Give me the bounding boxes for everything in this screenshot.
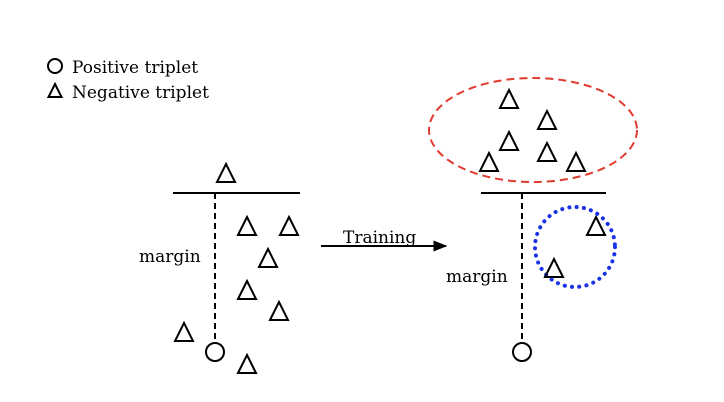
after-far-negative-triangle-icon	[536, 108, 558, 130]
far-negatives-dashed-ellipse	[428, 77, 638, 183]
before-positive-circle-icon	[205, 342, 225, 362]
after-margin-label: margin	[446, 267, 508, 287]
after-far-negative-triangle-icon	[498, 129, 520, 151]
after-far-negative-triangle-icon	[478, 150, 500, 172]
after-hard-negative-triangle-icon	[543, 256, 565, 278]
training-arrow-label: Training	[343, 228, 416, 248]
before-negative-triangle-icon	[173, 320, 195, 342]
legend-positive-circle-icon	[47, 58, 63, 74]
legend-negative-triangle-icon	[46, 81, 64, 98]
legend: Positive triplet Negative triplet	[46, 58, 209, 103]
after-training-panel: margin	[428, 77, 638, 362]
training-arrow: Training	[321, 228, 448, 252]
before-negative-triangle-icon	[268, 299, 290, 321]
before-negative-triangle-icon	[236, 352, 258, 374]
before-training-panel: margin	[139, 161, 300, 374]
before-negative-triangle-icon	[257, 246, 279, 268]
before-margin-label: margin	[139, 247, 201, 267]
hard-negatives-dotted-circle	[533, 205, 617, 289]
after-far-negative-triangle-icon	[565, 150, 587, 172]
before-negative-triangle-icon	[236, 278, 258, 300]
after-hard-negative-triangle-icon	[585, 214, 607, 236]
before-negative-triangle-icon	[215, 161, 237, 183]
after-far-negative-triangle-icon	[536, 140, 558, 162]
legend-positive-label: Positive triplet	[72, 58, 198, 78]
legend-negative-label: Negative triplet	[72, 83, 209, 103]
before-negative-triangle-icon	[236, 214, 258, 236]
before-negative-triangle-icon	[278, 214, 300, 236]
after-far-negative-triangle-icon	[498, 87, 520, 109]
after-positive-circle-icon	[512, 342, 532, 362]
